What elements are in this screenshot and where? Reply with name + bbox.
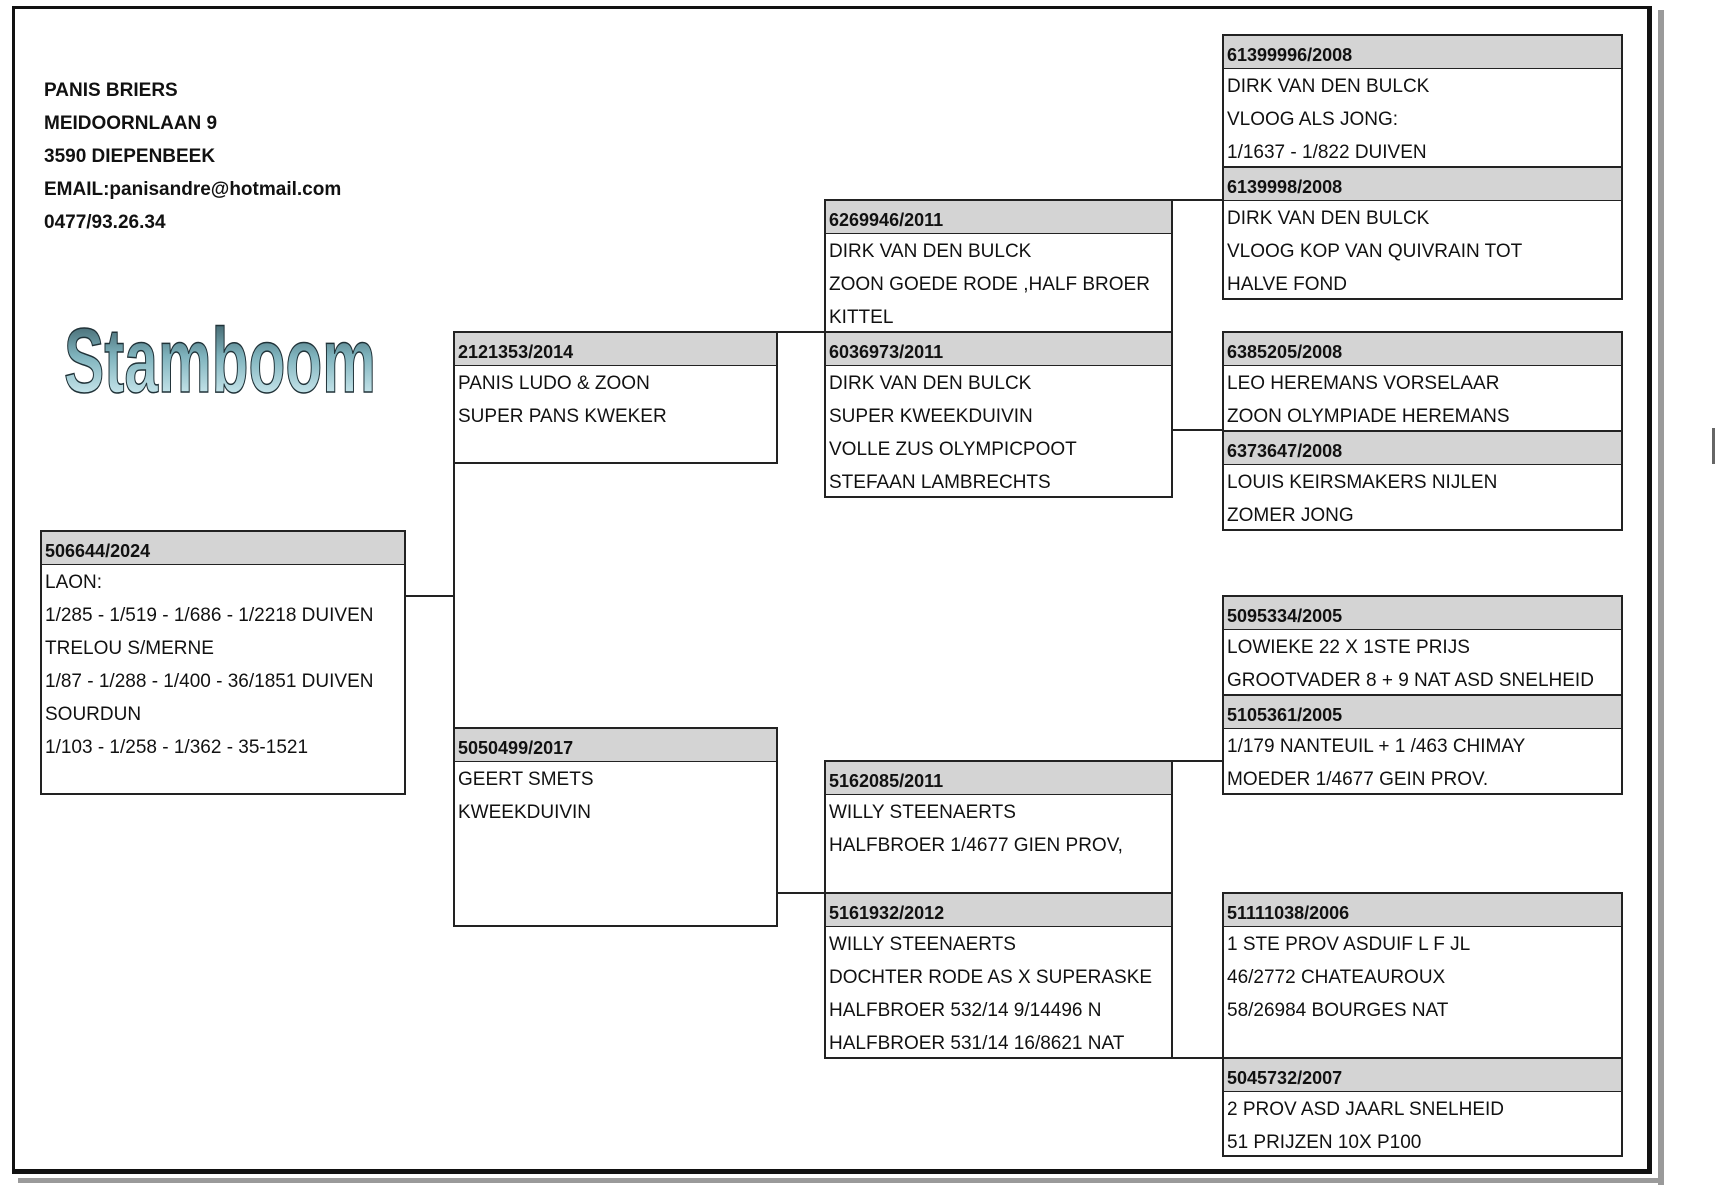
logo-text: Stamboom xyxy=(64,310,376,410)
info-line: HALVE FOND xyxy=(1227,274,1348,295)
info-line: ZOON OLYMPIADE HEREMANS xyxy=(1227,406,1510,427)
info-line: 46/2772 CHATEAUROUX xyxy=(1227,967,1446,988)
info-line: HALFBROER 532/14 9/14496 N xyxy=(829,1000,1102,1021)
info-line: HALFBROER 1/4677 GIEN PROV, xyxy=(829,835,1123,856)
ring-number: 2121353/2014 xyxy=(455,333,776,366)
info-line: 58/26984 BOURGES NAT xyxy=(1227,1000,1449,1021)
info-line: VLOOG ALS JONG: xyxy=(1227,109,1399,130)
pigeon-card-fm: 6036973/2011 DIRK VAN DEN BULCK SUPER KW… xyxy=(824,331,1173,498)
info-line: LEO HEREMANS VORSELAAR xyxy=(1227,373,1500,394)
info-line: KWEEKDUIVIN xyxy=(458,802,592,823)
owner-street: MEIDOORNLAAN 9 xyxy=(44,113,218,134)
info-line: PANIS LUDO & ZOON xyxy=(458,373,650,394)
pigeon-card-ff: 6269946/2011 DIRK VAN DEN BULCK ZOON GOE… xyxy=(824,199,1173,333)
info-line: SUPER KWEEKDUIVIN xyxy=(829,406,1033,427)
pigeon-card-mmm: 5045732/2007 2 PROV ASD JAARL SNELHEID 5… xyxy=(1222,1057,1623,1157)
pigeon-card-mff: 5095334/2005 LOWIEKE 22 X 1STE PRIJS GRO… xyxy=(1222,595,1623,696)
ring-number: 6036973/2011 xyxy=(826,333,1171,366)
info-line: VOLLE ZUS OLYMPICPOOT xyxy=(829,439,1077,460)
info-line: 1/285 - 1/519 - 1/686 - 1/2218 DUIVEN xyxy=(45,605,374,626)
info-line: 1/103 - 1/258 - 1/362 - 35-1521 xyxy=(45,737,309,758)
info-line: TRELOU S/MERNE xyxy=(45,638,214,659)
info-line: 1/87 - 1/288 - 1/400 - 36/1851 DUIVEN xyxy=(45,671,374,692)
ring-number: 5095334/2005 xyxy=(1224,597,1621,630)
info-line: ZOMER JONG xyxy=(1227,505,1354,526)
pigeon-card-mother: 5050499/2017 GEERT SMETS KWEEKDUIVIN xyxy=(453,727,778,927)
stamboom-logo: Stamboom xyxy=(63,309,377,410)
pigeon-card-ffm: 6139998/2008 DIRK VAN DEN BULCK VLOOG KO… xyxy=(1222,166,1623,300)
owner-city: 3590 DIEPENBEEK xyxy=(44,146,216,167)
info-line: DIRK VAN DEN BULCK xyxy=(829,241,1032,262)
pigeon-card-subject: 506644/2024 LAON: 1/285 - 1/519 - 1/686 … xyxy=(40,530,406,795)
pigeon-card-fmf: 6385205/2008 LEO HEREMANS VORSELAAR ZOON… xyxy=(1222,331,1623,432)
info-line: GROOTVADER 8 + 9 NAT ASD SNELHEID xyxy=(1227,670,1594,691)
info-line: KITTEL xyxy=(829,307,894,328)
info-line: 1/1637 - 1/822 DUIVEN xyxy=(1227,142,1427,163)
pigeon-card-mf: 5162085/2011 WILLY STEENAERTS HALFBROER … xyxy=(824,760,1173,894)
ring-number: 51111038/2006 xyxy=(1224,894,1621,927)
owner-address: PANIS BRIERS MEIDOORNLAAN 9 3590 DIEPENB… xyxy=(44,74,341,239)
info-line: DIRK VAN DEN BULCK xyxy=(1227,208,1430,229)
info-line: 1/179 NANTEUIL + 1 /463 CHIMAY xyxy=(1227,736,1526,757)
frame-shadow-bottom xyxy=(18,1178,1664,1183)
ring-number: 6139998/2008 xyxy=(1224,168,1621,201)
pigeon-card-fff: 61399996/2008 DIRK VAN DEN BULCK VLOOG A… xyxy=(1222,34,1623,168)
info-line: MOEDER 1/4677 GEIN PROV. xyxy=(1227,769,1489,790)
pigeon-card-mm: 5161932/2012 WILLY STEENAERTS DOCHTER RO… xyxy=(824,892,1173,1059)
pigeon-card-father: 2121353/2014 PANIS LUDO & ZOON SUPER PAN… xyxy=(453,331,778,464)
ring-number: 6373647/2008 xyxy=(1224,432,1621,465)
page-frame xyxy=(12,6,1652,1174)
info-line: SUPER PANS KWEKER xyxy=(458,406,667,427)
info-line: GEERT SMETS xyxy=(458,769,594,790)
pigeon-card-mfm: 5105361/2005 1/179 NANTEUIL + 1 /463 CHI… xyxy=(1222,694,1623,795)
edge-mark xyxy=(1712,428,1715,464)
owner-email: EMAIL:panisandre@hotmail.com xyxy=(44,179,342,200)
owner-name: PANIS BRIERS xyxy=(44,80,178,101)
ring-number: 6385205/2008 xyxy=(1224,333,1621,366)
info-line: 1 STE PROV ASDUIF L F JL xyxy=(1227,934,1471,955)
pigeon-card-fmm: 6373647/2008 LOUIS KEIRSMAKERS NIJLEN ZO… xyxy=(1222,430,1623,531)
ring-number: 506644/2024 xyxy=(42,532,404,565)
pigeon-card-mmf: 51111038/2006 1 STE PROV ASDUIF L F JL 4… xyxy=(1222,892,1623,1059)
info-line: 2 PROV ASD JAARL SNELHEID xyxy=(1227,1099,1505,1120)
ring-number: 6269946/2011 xyxy=(826,201,1171,234)
info-line: STEFAAN LAMBRECHTS xyxy=(829,472,1051,493)
frame-shadow-right xyxy=(1658,10,1664,1185)
info-line: DIRK VAN DEN BULCK xyxy=(1227,76,1430,97)
ring-number: 5105361/2005 xyxy=(1224,696,1621,729)
info-line: VLOOG KOP VAN QUIVRAIN TOT xyxy=(1227,241,1523,262)
info-line: LAON: xyxy=(45,572,103,593)
info-line: ZOON GOEDE RODE ,HALF BROER xyxy=(829,274,1150,295)
info-line: 51 PRIJZEN 10X P100 xyxy=(1227,1132,1422,1153)
info-line: SOURDUN xyxy=(45,704,142,725)
ring-number: 5050499/2017 xyxy=(455,729,776,762)
ring-number: 5161932/2012 xyxy=(826,894,1171,927)
info-line: WILLY STEENAERTS xyxy=(829,802,1016,823)
owner-phone: 0477/93.26.34 xyxy=(44,212,166,233)
info-line: DOCHTER RODE AS X SUPERASKE xyxy=(829,967,1153,988)
ring-number: 5162085/2011 xyxy=(826,762,1171,795)
info-line: WILLY STEENAERTS xyxy=(829,934,1016,955)
info-line: HALFBROER 531/14 16/8621 NAT xyxy=(829,1033,1125,1054)
info-line: LOWIEKE 22 X 1STE PRIJS xyxy=(1227,637,1470,658)
info-line: DIRK VAN DEN BULCK xyxy=(829,373,1032,394)
ring-number: 61399996/2008 xyxy=(1224,36,1621,69)
ring-number: 5045732/2007 xyxy=(1224,1059,1621,1092)
info-line: LOUIS KEIRSMAKERS NIJLEN xyxy=(1227,472,1498,493)
